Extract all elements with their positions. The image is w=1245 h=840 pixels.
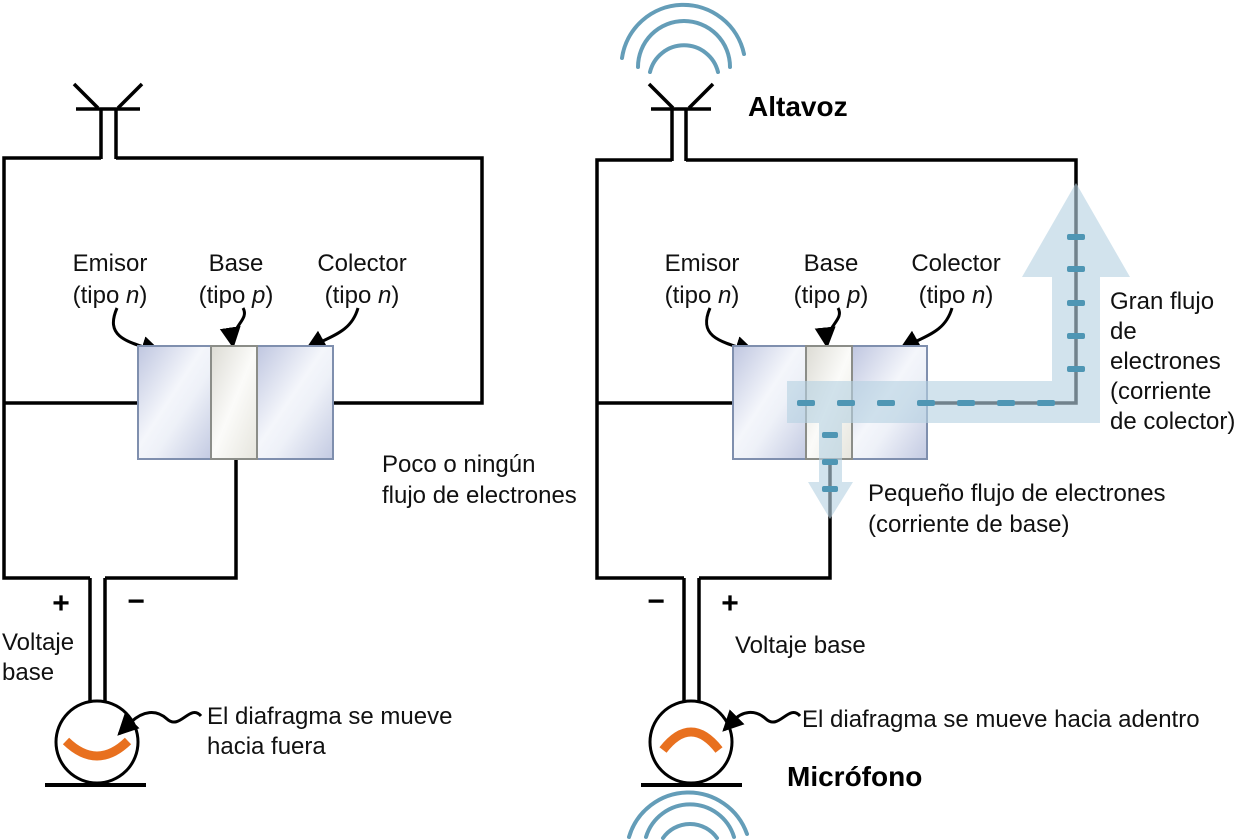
- minus-sign: −: [647, 585, 665, 618]
- diaphragm-arc-outward: [62, 737, 132, 761]
- microphone-title: Micrófono: [787, 761, 923, 792]
- speaker-icon: [72, 82, 144, 159]
- microphone-sound-waves-icon: [627, 790, 749, 840]
- base-name: Base: [803, 250, 859, 277]
- base-current-arrow: [808, 423, 853, 519]
- emitter-name: Emisor: [664, 250, 740, 277]
- base-voltage-label: Voltaje base: [2, 629, 75, 686]
- right-circuit: [595, 2, 1130, 840]
- diaphragm-note: El diafragma se mueve hacia fuera: [207, 703, 453, 760]
- base-name: Base: [208, 250, 264, 277]
- diaphragm-note: El diafragma se mueve hacia adentro: [802, 706, 1200, 733]
- base-label: Base (tipo p): [794, 248, 869, 312]
- base-pointer-arrow: [219, 307, 246, 349]
- base-type: (tipo p): [198, 282, 274, 309]
- microphone-icon: [641, 699, 742, 787]
- collector-label: Colector (tipo n): [911, 248, 1000, 312]
- emitter-label: Emisor (tipo n): [73, 248, 148, 312]
- plus-sign: +: [721, 587, 739, 620]
- base-label: Base (tipo p): [199, 248, 274, 312]
- collector-type: (tipo n): [918, 282, 994, 309]
- base-type: (tipo p): [793, 282, 869, 309]
- diaphragm-pointer-arrow: [117, 711, 203, 736]
- emitter-type: (tipo n): [72, 282, 148, 309]
- emitter-label: Emisor (tipo n): [665, 248, 740, 312]
- collector-name: Colector: [317, 250, 407, 277]
- collector-current-note: Gran flujo de electrones (corriente de c…: [1110, 288, 1236, 435]
- collector-block: [256, 345, 334, 460]
- diaphragm-arc-inward: [659, 727, 723, 753]
- left-circuit: [2, 82, 484, 787]
- base-current-note: Pequeño flujo de electrones (corriente d…: [868, 480, 1166, 538]
- transistor: [137, 345, 334, 460]
- speaker-title: Altavoz: [748, 91, 848, 122]
- collector-current-arrow: [787, 183, 1130, 423]
- collector-name: Colector: [911, 250, 1001, 277]
- emitter-name: Emisor: [72, 250, 148, 277]
- electron-flow-dashes: [797, 234, 1085, 492]
- plus-sign: +: [52, 587, 70, 620]
- base-voltage-label: Voltaje base: [735, 632, 866, 659]
- base-block: [210, 345, 258, 460]
- collector-pointer-arrow: [898, 307, 954, 351]
- collector-pointer-arrow: [304, 307, 360, 351]
- collector-label: Colector (tipo n): [317, 248, 406, 312]
- base-pointer-arrow: [814, 307, 841, 349]
- circuit-wires: [2, 156, 484, 704]
- minus-sign: −: [127, 585, 145, 618]
- speaker-icon: [647, 82, 715, 161]
- emitter-type: (tipo n): [664, 282, 740, 309]
- microphone-icon: [45, 699, 146, 787]
- emitter-block: [137, 345, 212, 460]
- collector-type: (tipo n): [324, 282, 400, 309]
- diaphragm-pointer-arrow: [722, 709, 802, 732]
- no-flow-note: Poco o ningún flujo de electrones: [382, 451, 577, 509]
- speaker-sound-waves-icon: [620, 2, 746, 74]
